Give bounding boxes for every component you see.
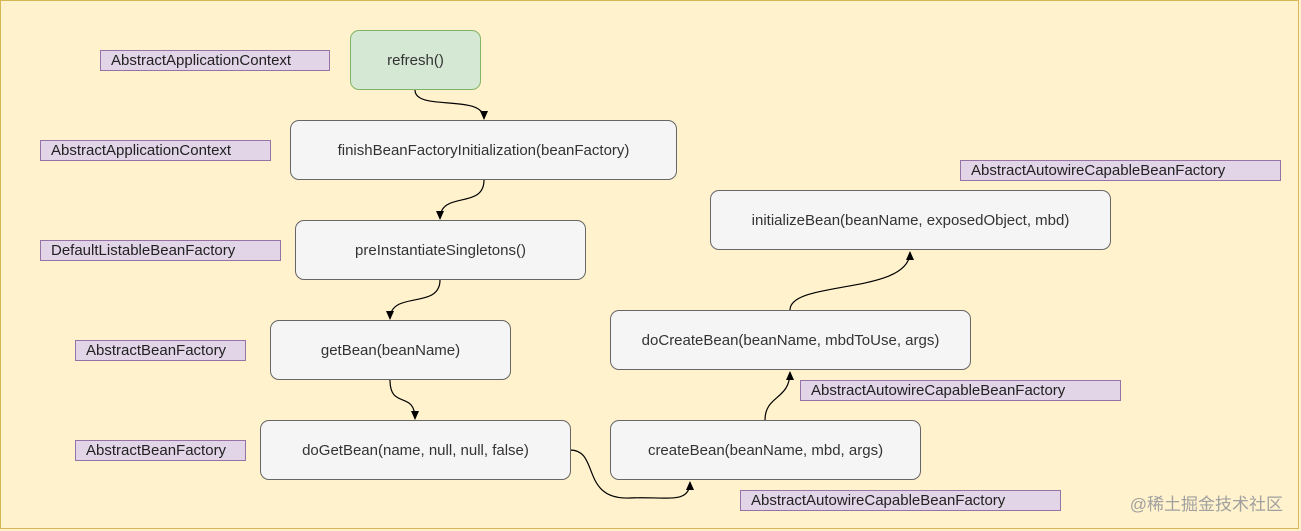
tag-pre-instantiate-singletons-class: DefaultListableBeanFactory [40, 240, 281, 261]
edge-do-get-bean-to-create-bean [569, 449, 694, 499]
node-pre-instantiate-singletons[interactable]: preInstantiateSingletons() [295, 220, 586, 280]
node-do-create-bean[interactable]: doCreateBean(beanName, mbdToUse, args) [610, 310, 971, 370]
edge-get-bean-to-do-get-bean [389, 379, 419, 420]
edge-refresh-to-finish-bean-factory-initialization [414, 89, 488, 120]
tag-initialize-bean-class: AbstractAutowireCapableBeanFactory [960, 160, 1281, 181]
edge-do-create-bean-to-initialize-bean [789, 251, 914, 311]
tag-do-get-bean-class: AbstractBeanFactory [75, 440, 246, 461]
node-create-bean[interactable]: createBean(beanName, mbd, args) [610, 420, 921, 480]
tag-do-create-bean-class: AbstractAutowireCapableBeanFactory [800, 380, 1121, 401]
tag-create-bean-class: AbstractAutowireCapableBeanFactory [740, 490, 1061, 511]
tag-finish-bean-factory-initialization-class: AbstractApplicationContext [40, 140, 271, 161]
tag-refresh-class: AbstractApplicationContext [100, 50, 330, 71]
node-initialize-bean[interactable]: initializeBean(beanName, exposedObject, … [710, 190, 1111, 250]
node-finish-bean-factory-initialization[interactable]: finishBeanFactoryInitialization(beanFact… [290, 120, 677, 180]
node-refresh[interactable]: refresh() [350, 30, 481, 90]
watermark: @稀土掘金技术社区 [1129, 495, 1283, 514]
node-do-get-bean[interactable]: doGetBean(name, null, null, false) [260, 420, 571, 480]
tag-get-bean-class: AbstractBeanFactory [75, 340, 246, 361]
edge-create-bean-to-do-create-bean [764, 371, 794, 421]
edge-finish-bean-factory-initialization-to-pre-instantiate-singletons [436, 179, 485, 220]
edge-pre-instantiate-singletons-to-get-bean [386, 279, 441, 320]
node-get-bean[interactable]: getBean(beanName) [270, 320, 511, 380]
